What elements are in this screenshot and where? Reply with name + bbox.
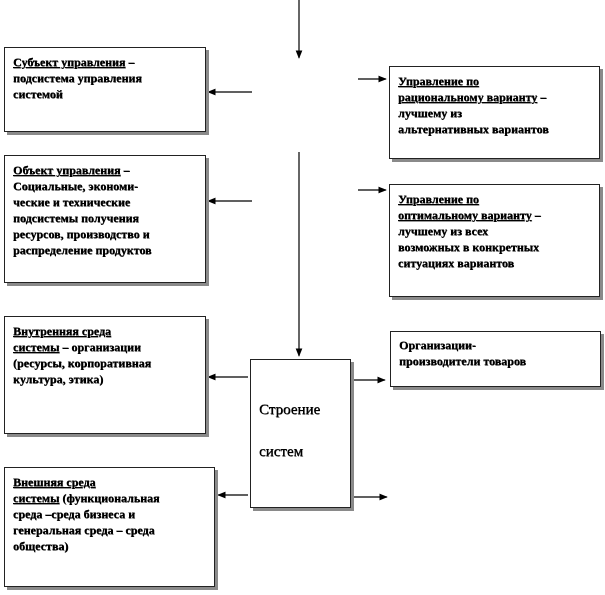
inner-env-title: Внутренняя среда (13, 324, 112, 338)
outer-env-box: Внешняя среда системы (функциональная ср… (4, 467, 215, 587)
outer-env-title: Внешняя среда (13, 475, 96, 489)
object-box: Объект управления – Социальные, экономи-… (4, 155, 206, 283)
object-line: распределение продуктов (13, 243, 152, 257)
object-line: ресурсов, производство и (13, 227, 150, 241)
object-line: Социальные, экономи- (13, 179, 138, 193)
orgs-box: Организации- производители товаров (390, 331, 601, 387)
inner-env-box: Внутренняя среда системы – организации (… (4, 316, 206, 434)
orgs-line: производители товаров (399, 354, 527, 368)
subject-title: Субъект управления (13, 55, 126, 69)
center-title-line2: систем (259, 444, 304, 460)
outer-env-line: среда –среда бизнеса и (13, 507, 135, 521)
rational-box: Управление по рациональному варианту – л… (389, 66, 600, 159)
center-box: Строение систем (250, 359, 351, 508)
object-line: ческие и технические (13, 195, 131, 209)
object-title: Объект управления (13, 163, 121, 177)
outer-env-line: общества) (13, 539, 69, 553)
outer-env-line: генеральная среда – среда (13, 523, 155, 537)
optimal-line: лучшему из всех (398, 224, 489, 238)
rational-line: лучшему из (398, 106, 462, 120)
subject-line: системой (13, 87, 63, 101)
orgs-line: Организации- (399, 338, 476, 352)
optimal-line: возможных в конкретных (398, 240, 539, 254)
subject-box: Субъект управления – подсистема управлен… (4, 47, 206, 132)
rational-line: альтернативных вариантов (398, 122, 549, 136)
object-line: подсистемы получения (13, 211, 139, 225)
optimal-box: Управление по оптимальному варианту – лу… (389, 184, 600, 297)
inner-env-line: культура, этика) (13, 372, 104, 386)
optimal-title: Управление по (398, 192, 479, 206)
center-title-line1: Строение (259, 402, 321, 418)
optimal-line: ситуациях вариантов (398, 256, 515, 270)
subject-line: подсистема управления (13, 71, 142, 85)
inner-env-line: (ресурсы, корпоративная (13, 356, 152, 370)
rational-title: Управление по (398, 74, 479, 88)
